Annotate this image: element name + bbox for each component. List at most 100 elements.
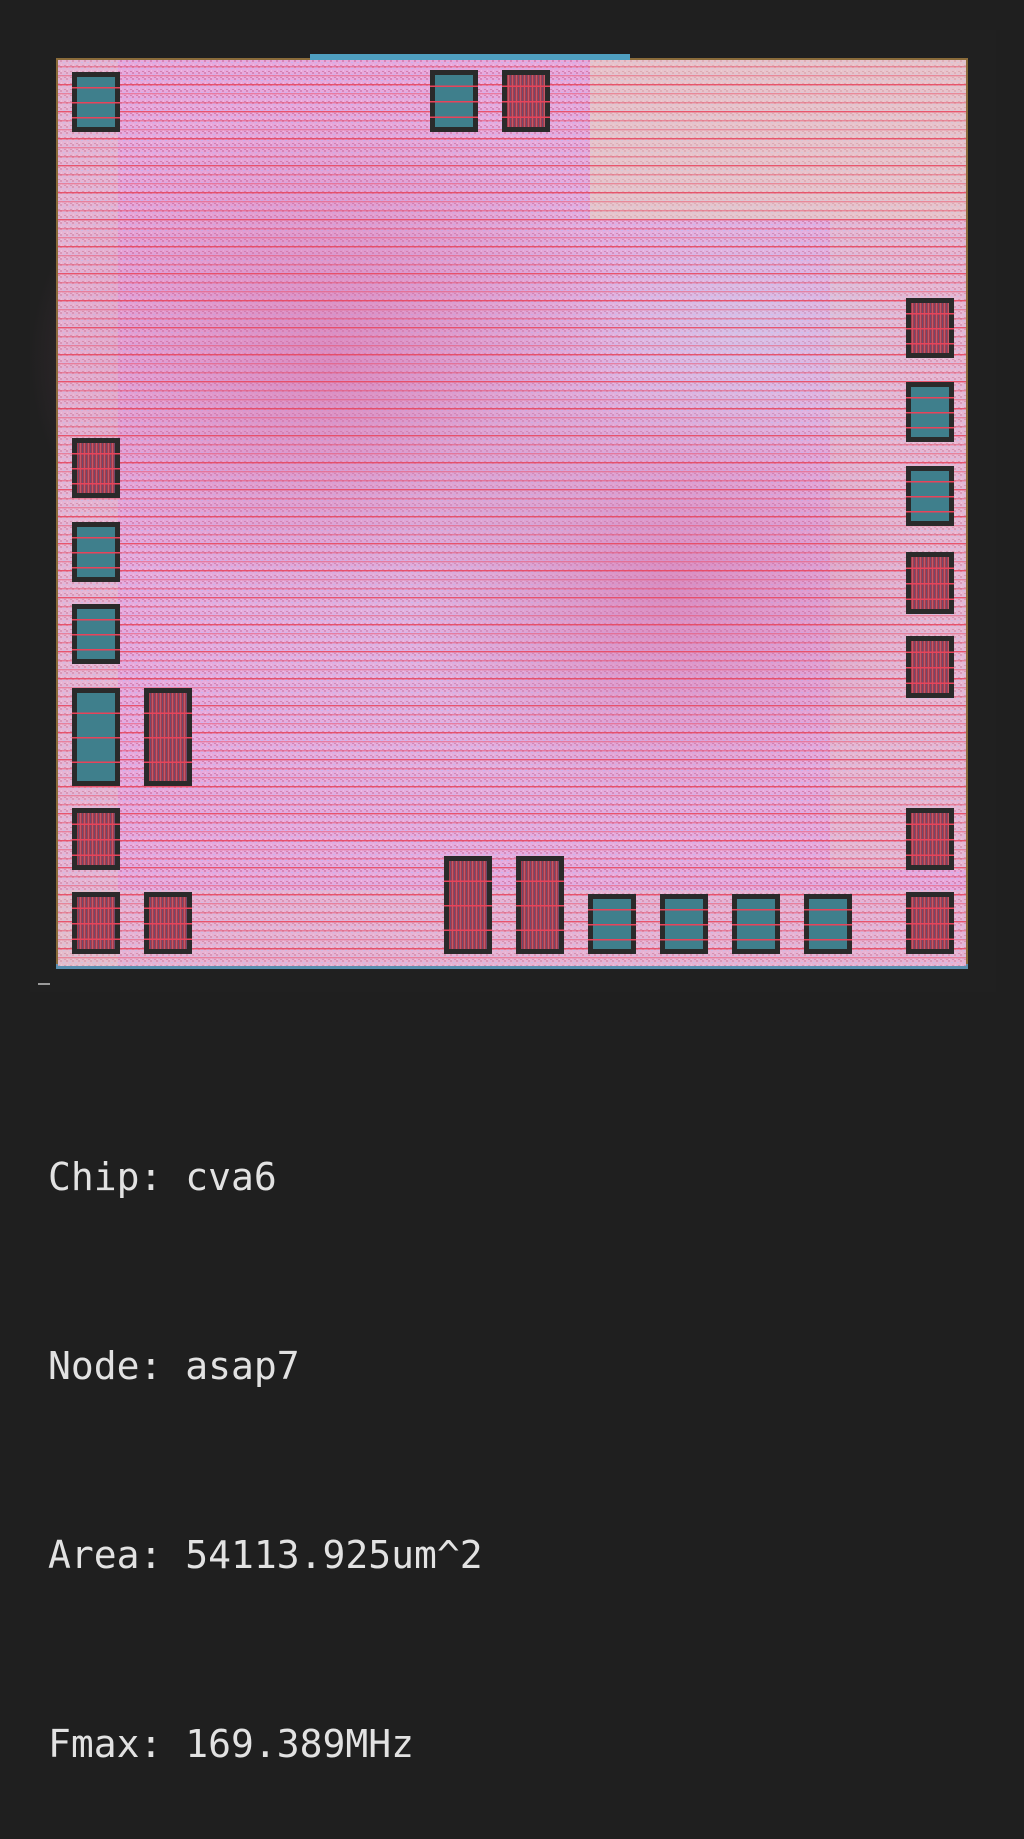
macro-metal-track xyxy=(588,909,636,911)
macro-metal-track xyxy=(72,923,120,925)
macro-metal-track xyxy=(804,909,852,911)
metal-track xyxy=(58,948,966,950)
metal-track xyxy=(58,354,966,356)
metal-track xyxy=(58,390,966,392)
macro-metal-track xyxy=(732,909,780,911)
metal-track xyxy=(58,426,966,428)
macro-metal-track xyxy=(660,939,708,941)
metal-track xyxy=(58,147,966,149)
metal-track xyxy=(58,624,966,626)
metal-track xyxy=(58,498,966,500)
metal-track xyxy=(58,336,966,338)
macro-metal-track xyxy=(144,761,192,763)
metal-track xyxy=(58,840,966,842)
macro-metal-track xyxy=(72,567,120,569)
metal-track xyxy=(58,678,966,680)
metal-track xyxy=(58,921,966,923)
metal-track xyxy=(58,570,966,572)
macro-metal-track xyxy=(906,481,954,483)
macro-metal-track xyxy=(516,880,564,882)
metal-track xyxy=(58,606,966,608)
metal-track xyxy=(58,165,966,167)
macro-metal-track xyxy=(444,929,492,931)
macro-metal-track xyxy=(72,102,120,104)
macro-metal-track xyxy=(732,939,780,941)
macro-metal-track xyxy=(72,453,120,455)
metal-track xyxy=(58,858,966,860)
metal-track xyxy=(58,561,966,563)
metal-track xyxy=(58,876,966,878)
macro-metal-track xyxy=(72,737,120,739)
macro-metal-track xyxy=(502,85,550,87)
metal-track xyxy=(58,174,966,176)
metal-track xyxy=(58,318,966,320)
metal-track xyxy=(58,399,966,401)
metal-track xyxy=(58,435,966,437)
macro-metal-track xyxy=(72,87,120,89)
macro-metal-track xyxy=(502,101,550,103)
metal-track xyxy=(58,885,966,887)
metal-track xyxy=(58,363,966,365)
macro-metal-track xyxy=(72,117,120,119)
macro-metal-track xyxy=(588,924,636,926)
metal-track xyxy=(58,408,966,410)
metal-track xyxy=(58,210,966,212)
metal-track xyxy=(58,696,966,698)
macro-metal-track xyxy=(906,343,954,345)
metal-track xyxy=(58,525,966,527)
macro-metal-track xyxy=(732,924,780,926)
macro-metal-track xyxy=(906,583,954,585)
macro-metal-track xyxy=(72,483,120,485)
metal-track xyxy=(58,732,966,734)
macro-metal-track xyxy=(660,909,708,911)
macro-metal-track xyxy=(72,537,120,539)
macro-metal-track xyxy=(906,313,954,315)
macro-metal-track xyxy=(72,907,120,909)
metal-track xyxy=(58,327,966,329)
metal-track xyxy=(58,579,966,581)
metal-track xyxy=(58,705,966,707)
macro-metal-track xyxy=(804,939,852,941)
metal-track xyxy=(58,552,966,554)
metal-track xyxy=(58,228,966,230)
macro-metal-track xyxy=(144,938,192,940)
chip-layout-view xyxy=(30,30,996,992)
macro-metal-track xyxy=(72,938,120,940)
macro-metal-track xyxy=(430,85,478,87)
metal-track xyxy=(58,444,966,446)
macro-metal-track xyxy=(430,116,478,118)
metal-track xyxy=(58,543,966,545)
macro-metal-track xyxy=(906,667,954,669)
metal-track xyxy=(58,723,966,725)
metal-track xyxy=(58,201,966,203)
metal-track xyxy=(58,273,966,275)
metal-track xyxy=(58,687,966,689)
macro-metal-track xyxy=(516,929,564,931)
macro-metal-track xyxy=(906,598,954,600)
metal-track xyxy=(58,597,966,599)
metal-track xyxy=(58,138,966,140)
macro-metal-track xyxy=(144,737,192,739)
macro-metal-track xyxy=(906,427,954,429)
chip-info-panel: Chip: cva6 Node: asap7 Area: 54113.925um… xyxy=(48,1020,483,1839)
macro-metal-track xyxy=(502,116,550,118)
metal-track xyxy=(58,750,966,752)
macro-metal-track xyxy=(72,619,120,621)
macro-metal-track xyxy=(906,511,954,513)
metal-track xyxy=(58,219,966,221)
scale-tick xyxy=(38,983,50,985)
metal-track xyxy=(58,345,966,347)
metal-track xyxy=(58,786,966,788)
metal-track xyxy=(58,660,966,662)
metal-track xyxy=(58,957,966,959)
metal-track xyxy=(58,804,966,806)
metal-track xyxy=(58,633,966,635)
metal-track xyxy=(58,246,966,248)
process-node-label: Node: asap7 xyxy=(48,1344,300,1388)
chip-layout-render xyxy=(30,54,968,985)
metal-track xyxy=(58,516,966,518)
macro-metal-track xyxy=(144,907,192,909)
metal-track xyxy=(58,156,966,158)
metal-track xyxy=(58,714,966,716)
metal-track xyxy=(58,822,966,824)
